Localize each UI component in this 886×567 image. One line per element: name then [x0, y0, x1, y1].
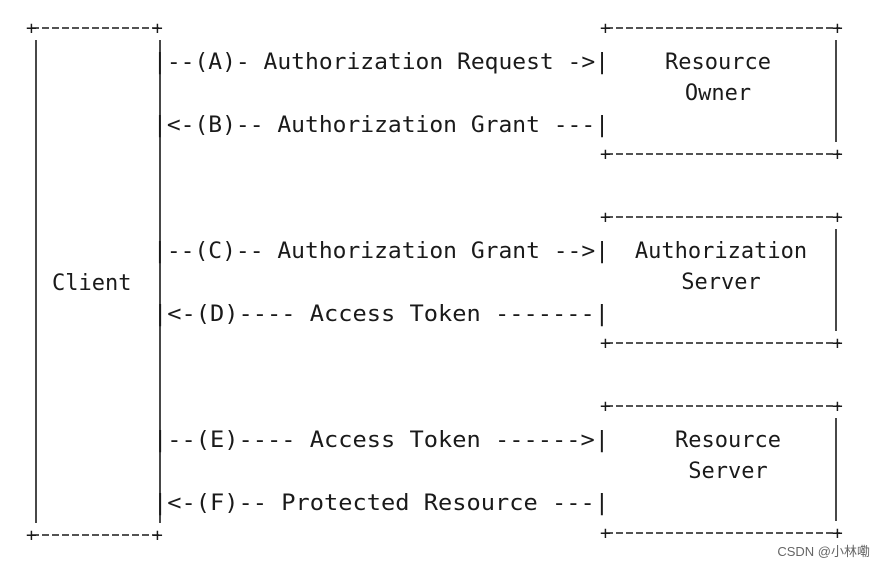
- svg-text:+: +: [600, 523, 611, 544]
- resource-owner-label-line1: Resource: [665, 50, 771, 75]
- svg-text:+: +: [600, 18, 611, 39]
- message-b-authorization-grant: |<-(B)-- Authorization Grant ---|: [153, 113, 609, 138]
- message-d-access-token: |<-(D)---- Access Token -------|: [153, 302, 609, 327]
- authorization-server-box: + + + + Authorization Server: [600, 207, 843, 354]
- client-box: + + + + Client: [26, 18, 163, 546]
- svg-text:+: +: [832, 396, 843, 417]
- svg-text:+: +: [832, 207, 843, 228]
- message-a-authorization-request: |--(A)- Authorization Request ->|: [153, 50, 609, 75]
- svg-text:+: +: [152, 525, 163, 546]
- resource-owner-box: + + + + Resource Owner: [600, 18, 843, 165]
- message-f-protected-resource: |<-(F)-- Protected Resource ---|: [153, 491, 609, 516]
- resource-server-label-line1: Resource: [675, 428, 781, 453]
- svg-text:+: +: [26, 18, 37, 39]
- resource-server-label-line2: Server: [688, 459, 767, 484]
- svg-text:+: +: [600, 333, 611, 354]
- resource-server-box: + + + + Resource Server: [600, 396, 843, 544]
- svg-text:+: +: [26, 525, 37, 546]
- svg-text:+: +: [832, 523, 843, 544]
- watermark: CSDN @小林嘞: [777, 544, 870, 559]
- client-label: Client: [52, 271, 131, 296]
- svg-text:+: +: [600, 144, 611, 165]
- resource-owner-label-line2: Owner: [685, 81, 751, 106]
- svg-text:+: +: [600, 207, 611, 228]
- authorization-server-label-line1: Authorization: [635, 239, 807, 264]
- svg-text:+: +: [600, 396, 611, 417]
- authorization-server-label-line2: Server: [681, 270, 760, 295]
- svg-text:+: +: [832, 144, 843, 165]
- message-e-access-token: |--(E)---- Access Token ------>|: [153, 428, 609, 453]
- svg-text:+: +: [832, 333, 843, 354]
- svg-text:+: +: [152, 18, 163, 39]
- svg-text:+: +: [832, 18, 843, 39]
- message-c-authorization-grant: |--(C)-- Authorization Grant -->|: [153, 239, 609, 264]
